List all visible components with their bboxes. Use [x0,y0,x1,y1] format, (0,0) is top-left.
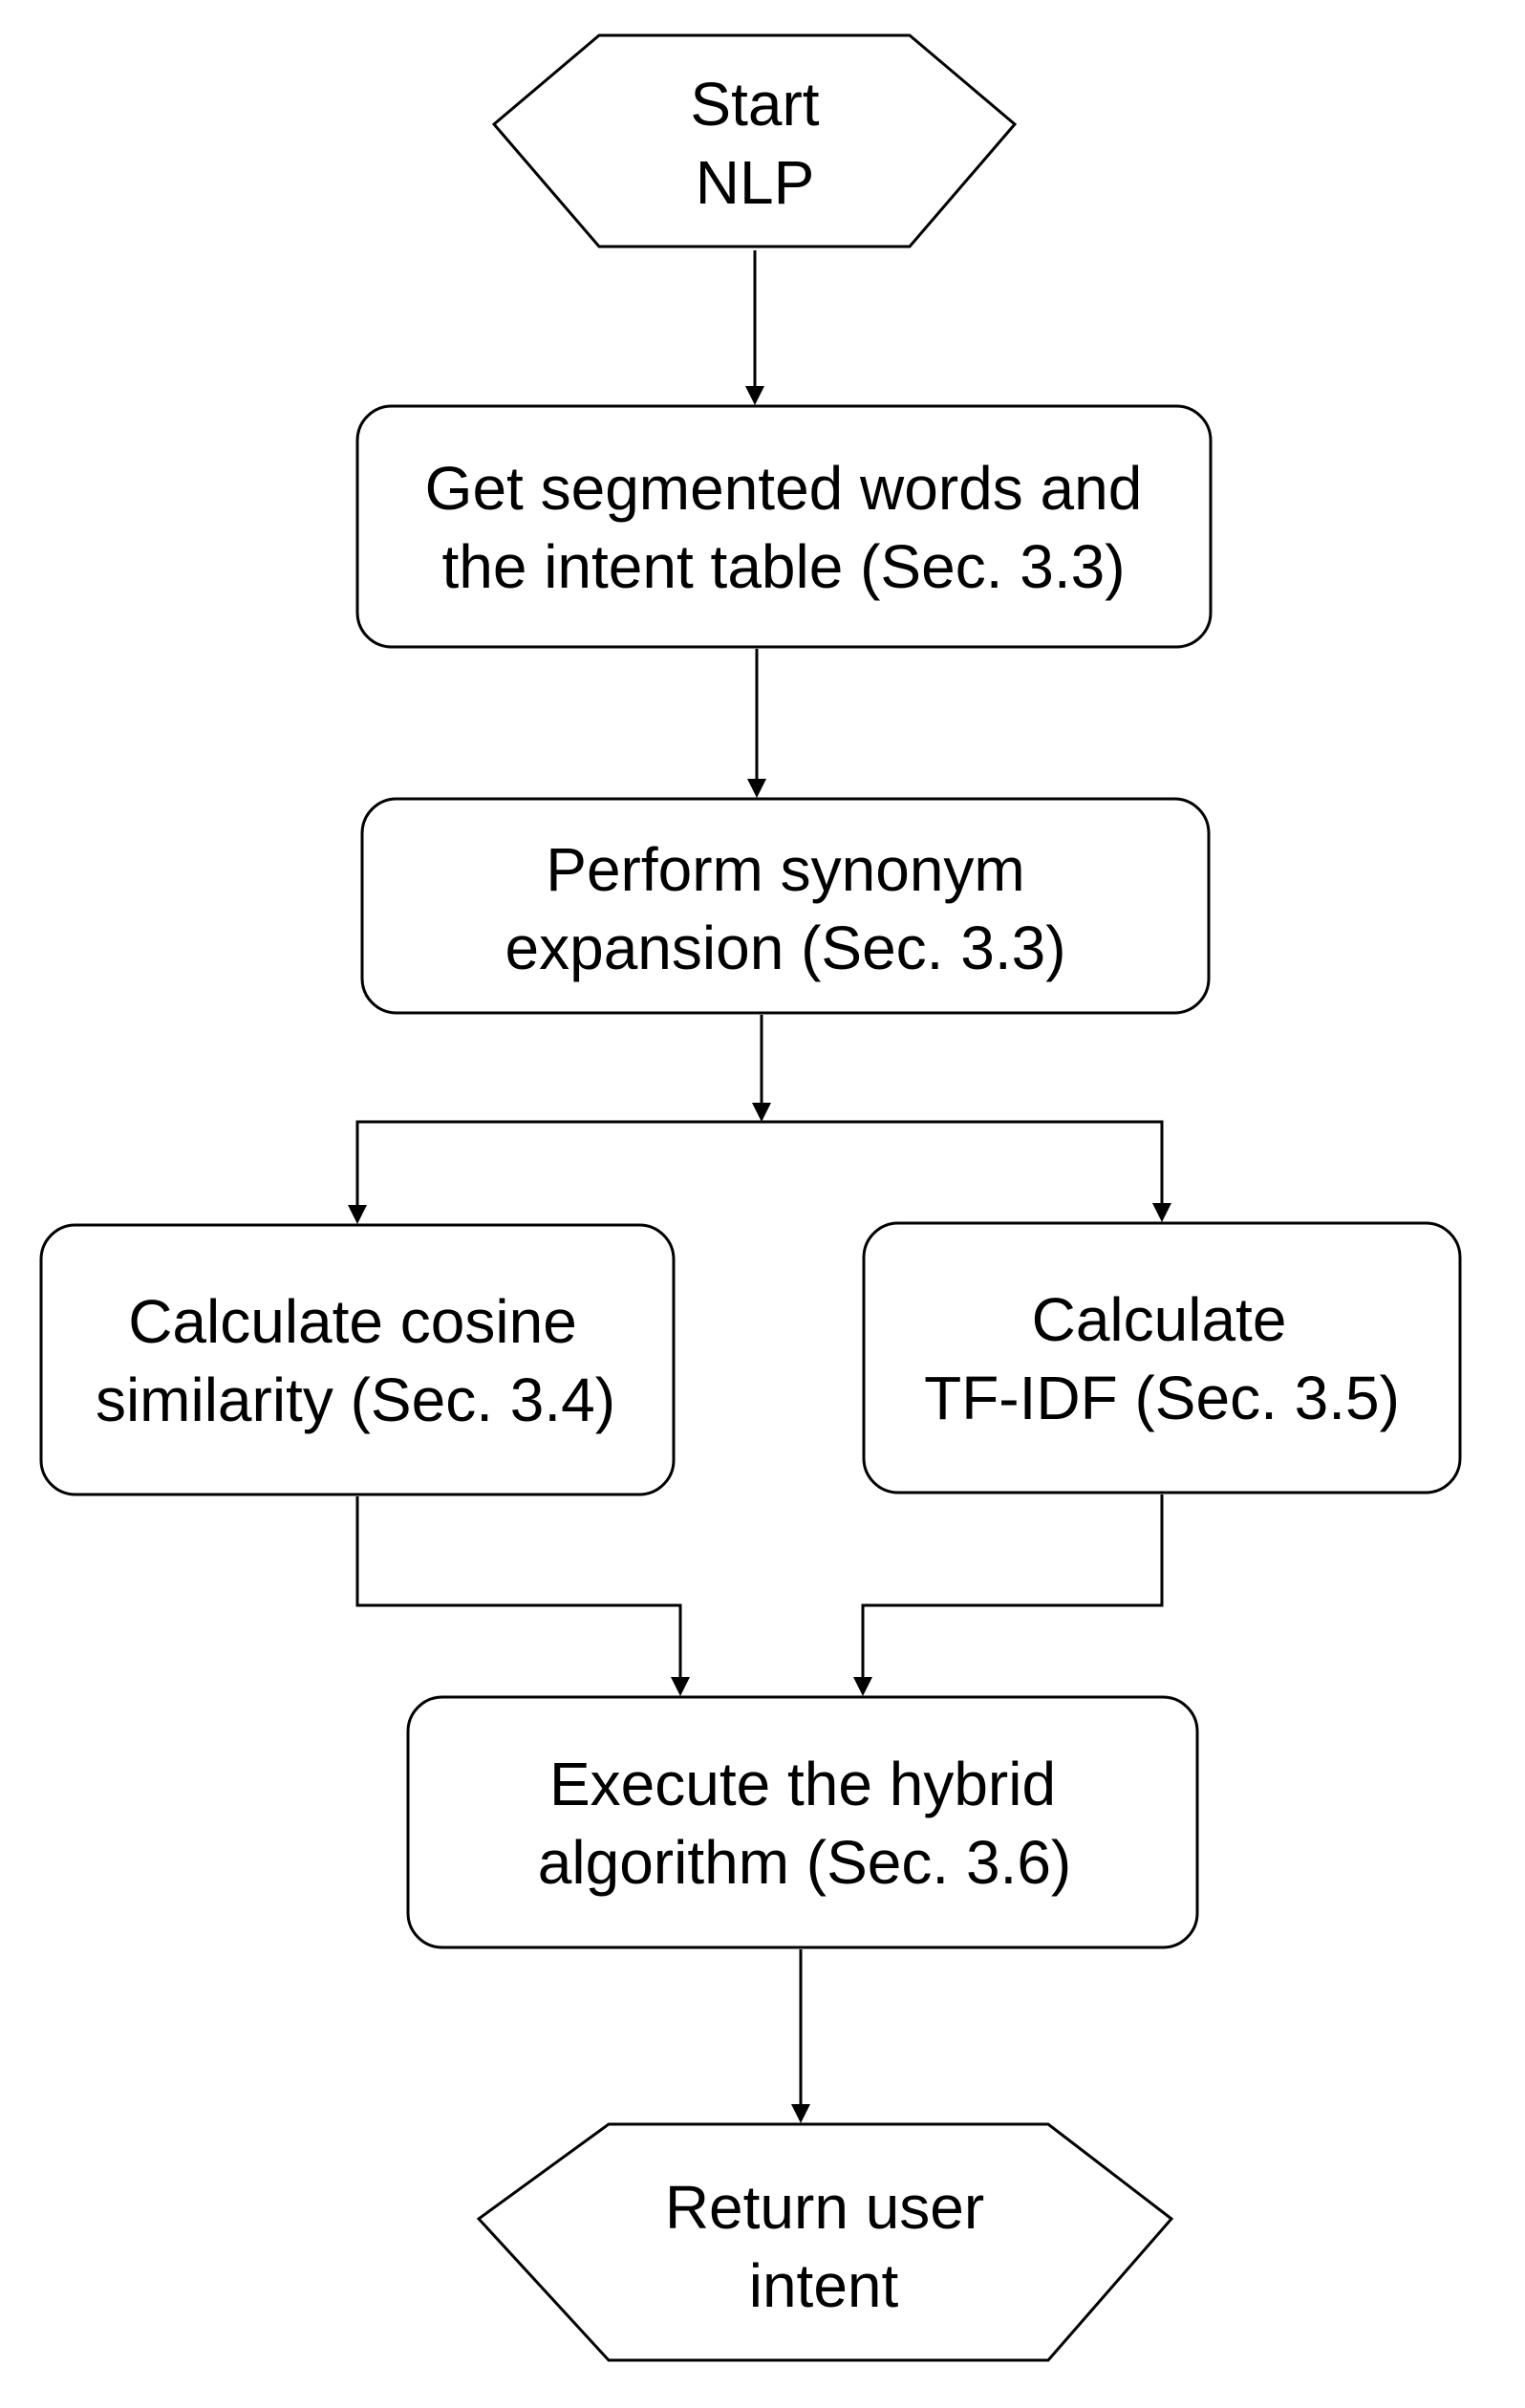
connector-line [762,1120,1164,1203]
tf-idf-node-shape [862,1221,1462,1494]
edge-hybrid-to-end [791,1949,810,2123]
edge-tfidf-to-hybrid [853,1494,1164,1696]
get-segmented-words-node-shape [355,404,1213,649]
synonym-expansion-node-shape [360,797,1211,1015]
edge-get-words-to-synonym [747,649,766,798]
tf-idf-label-line2: TF-IDF (Sec. 3.5) [924,1364,1400,1432]
arrowhead [791,2104,810,2123]
arrowhead [348,1205,367,1224]
cosine-similarity-node: Calculate cosine similarity (Sec. 3.4) [39,1223,676,1496]
hybrid-algorithm-node: Execute the hybrid algorithm (Sec. 3.6) [406,1695,1199,1949]
arrowhead [1152,1203,1171,1222]
get-segmented-words-label-line1: Get segmented words and [425,454,1143,523]
get-segmented-words-label-line2: the intent table (Sec. 3.3) [441,532,1125,601]
connector-line [355,1120,762,1205]
tf-idf-label-line1: Calculate [1032,1285,1287,1354]
synonym-expansion-label-line2: expansion (Sec. 3.3) [505,914,1066,982]
hybrid-algorithm-label-line2: algorithm (Sec. 3.6) [538,1828,1071,1897]
hybrid-algorithm-node-shape [406,1695,1199,1949]
arrowhead [853,1677,872,1696]
arrowhead [745,386,764,405]
tf-idf-node: Calculate TF-IDF (Sec. 3.5) [862,1221,1462,1494]
arrowhead [747,779,766,798]
edge-cosine-to-hybrid [355,1496,690,1696]
connector-line [355,1496,682,1677]
synonym-expansion-node: Perform synonym expansion (Sec. 3.3) [360,797,1211,1015]
connector-line [861,1494,1164,1677]
start-node-shape [491,33,1018,248]
cosine-similarity-label-line1: Calculate cosine [128,1287,577,1356]
edge-synonym-to-tfidf [762,1120,1171,1222]
edge-start-to-get-words [745,250,764,405]
cosine-similarity-node-shape [39,1223,676,1496]
hybrid-algorithm-label-line1: Execute the hybrid [549,1750,1056,1818]
start-node-label-line1: Start [690,70,819,139]
get-segmented-words-node: Get segmented words and the intent table… [355,404,1213,649]
synonym-expansion-label-line1: Perform synonym [546,835,1024,904]
end-node-shape [476,2122,1174,2362]
edge-synonym-split [752,1015,771,1122]
end-node: Return user intent [476,2122,1174,2362]
cosine-similarity-label-line2: similarity (Sec. 3.4) [96,1365,615,1434]
arrowhead [671,1677,690,1696]
start-node-label-line2: NLP [696,148,815,217]
end-node-label-line1: Return user [665,2173,984,2242]
start-node: Start NLP [491,33,1018,248]
edge-synonym-to-cosine [348,1120,762,1224]
arrowhead [752,1103,771,1122]
end-node-label-line2: intent [749,2251,899,2320]
